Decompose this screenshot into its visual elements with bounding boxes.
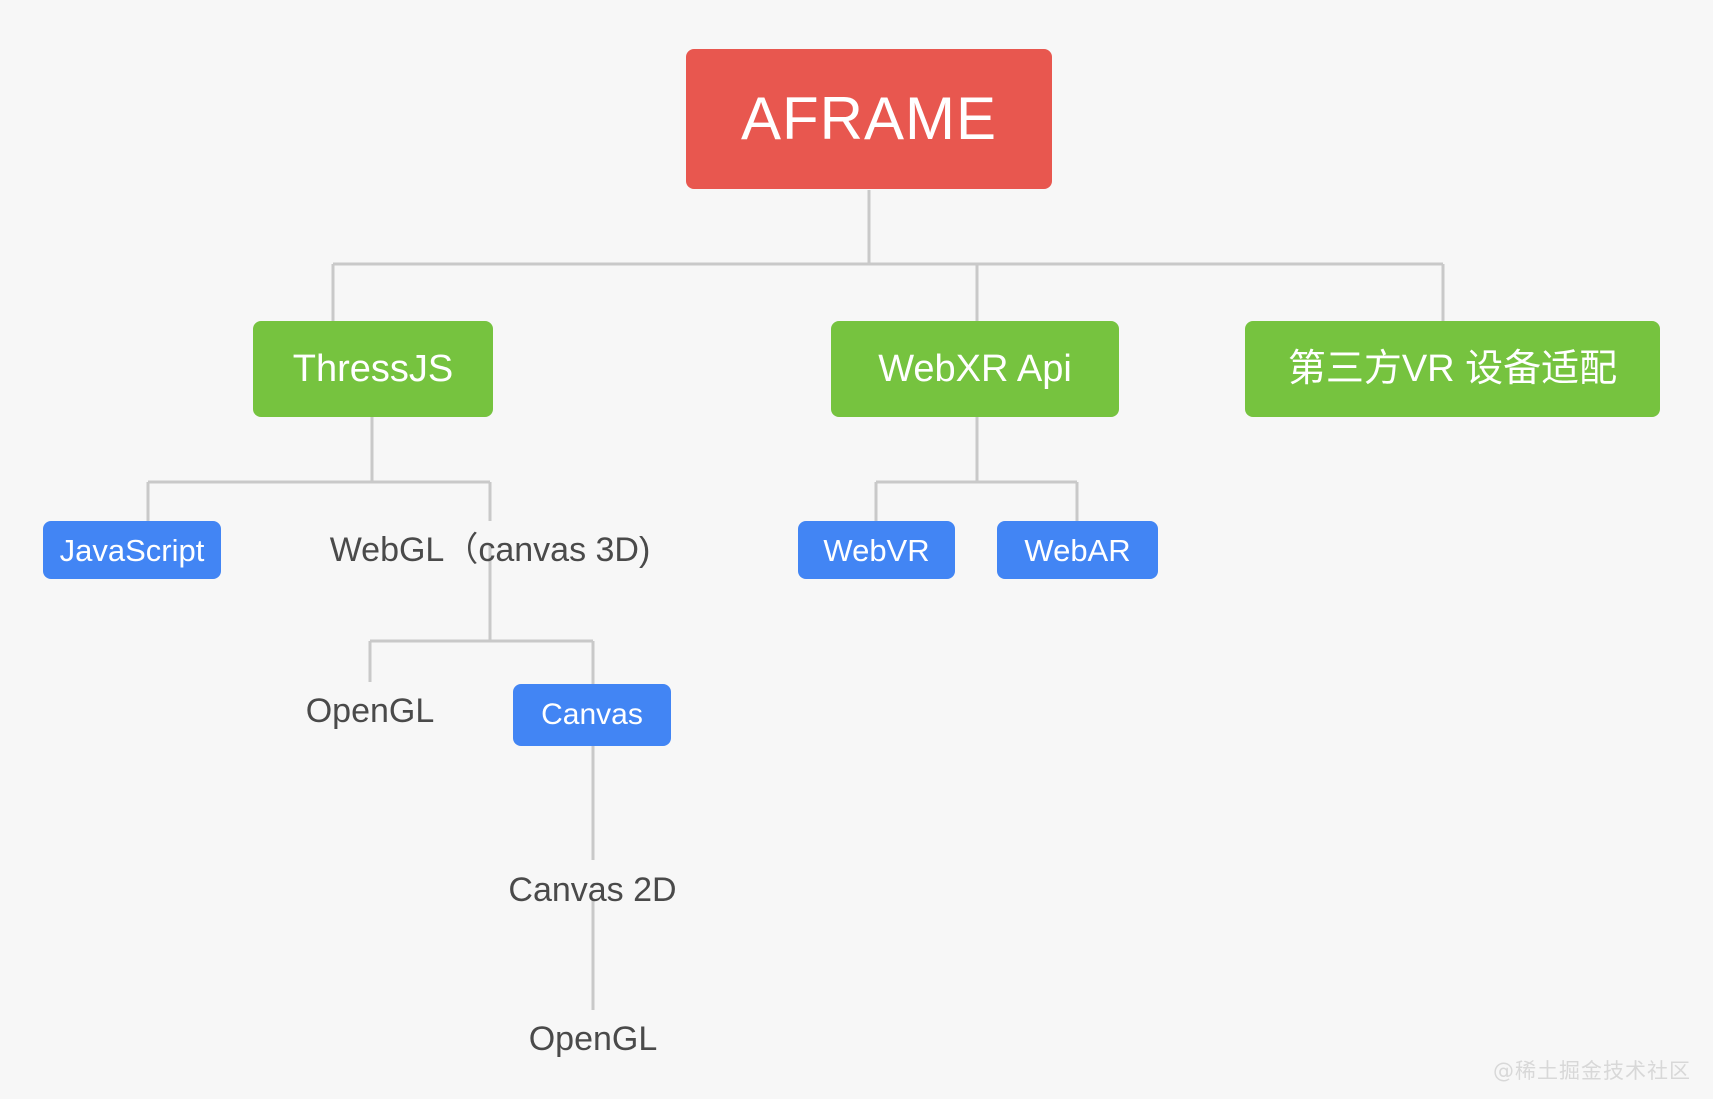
- node-javascript[interactable]: JavaScript: [43, 521, 221, 579]
- node-webgl: WebGL（canvas 3D): [329, 531, 651, 569]
- node-canvas-2d: Canvas 2D: [508, 871, 677, 909]
- node-canvas[interactable]: Canvas: [513, 684, 671, 746]
- watermark: @稀土掘金技术社区: [1493, 1059, 1691, 1083]
- node-webxr-api[interactable]: WebXR Api: [831, 321, 1119, 417]
- node-aframe[interactable]: AFRAME: [686, 49, 1052, 189]
- node-third-party-vr[interactable]: 第三方VR 设备适配: [1245, 321, 1660, 417]
- node-opengl-bottom: OpenGL: [528, 1020, 658, 1058]
- node-opengl-mid: OpenGL: [305, 692, 435, 730]
- node-webvr[interactable]: WebVR: [798, 521, 955, 579]
- node-thressjs[interactable]: ThressJS: [253, 321, 493, 417]
- node-webar[interactable]: WebAR: [997, 521, 1158, 579]
